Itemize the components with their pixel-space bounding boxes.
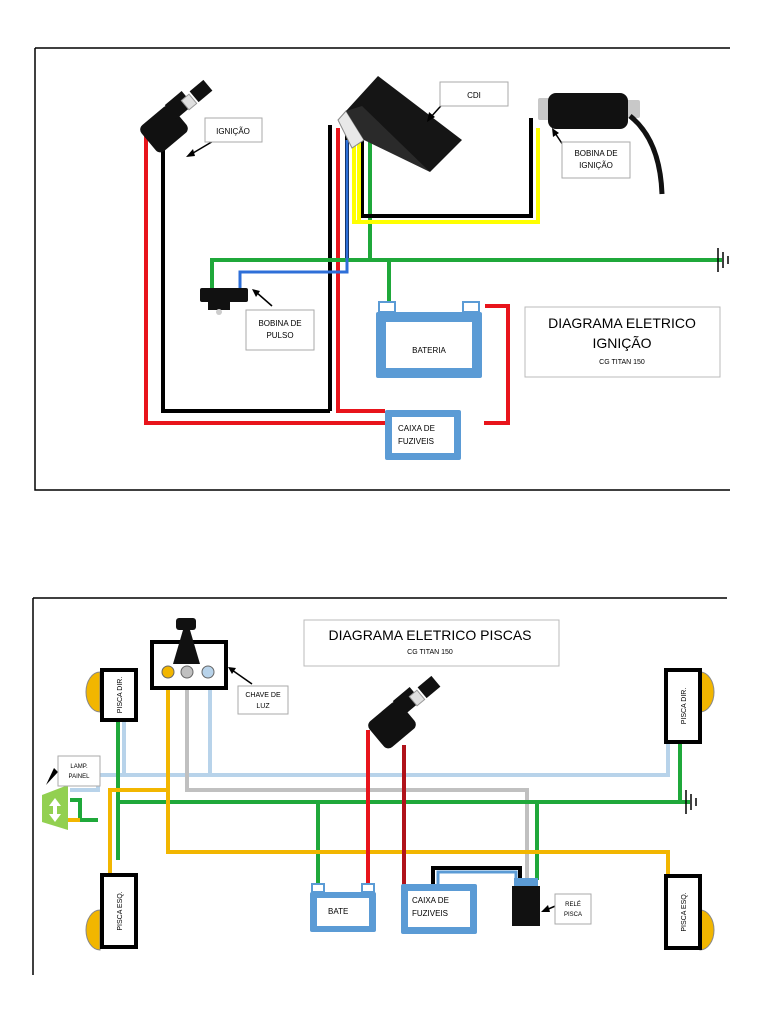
label-bate: BATE (328, 907, 348, 916)
label-caixa-1: CAIXA DE (398, 424, 435, 433)
label-lamp-2: PAINEL (69, 774, 91, 780)
label-bateria: BATERIA (412, 346, 446, 355)
label-box-bobina-ignicao (561, 141, 631, 179)
ignition-title-line1: DIAGRAMA ELETRICO (548, 315, 696, 331)
ignition-switch-icon-piscas (368, 675, 441, 749)
ignition-title-line2: IGNIÇÃO (592, 335, 651, 351)
ignition-frame (34, 47, 730, 491)
ground-icon-piscas (685, 790, 697, 814)
battery-icon-piscas (310, 883, 376, 932)
ignition-diagram: IGNIÇÃO CDI BOBINA DE IGNIÇÃO (34, 47, 730, 491)
wire-red-cdi (336, 128, 385, 413)
wire-red-battery (484, 304, 510, 425)
label-chave-2: LUZ (256, 703, 270, 710)
piscas-subtitle: CG TITAN 150 (407, 649, 453, 656)
label-bobina-ignicao-2: IGNIÇÃO (579, 161, 613, 170)
label-cdi: CDI (467, 91, 481, 100)
wire-blue (238, 140, 349, 292)
switch-arrow (231, 669, 253, 685)
label-bobina-pulso-2: PULSO (266, 331, 293, 340)
wire-red (144, 133, 385, 425)
ground-icon (717, 248, 729, 272)
turn-signal-front-left-icon (85, 668, 138, 722)
ignition-switch-icon (140, 79, 213, 153)
label-box-cdi (439, 81, 509, 107)
wire-blue-relay (436, 870, 518, 885)
turn-signal-front-right-icon (664, 668, 715, 744)
wire-lightblue-left (98, 718, 126, 777)
label-bobina-ignicao-1: BOBINA DE (574, 149, 617, 158)
label-box-bobina-pulso (245, 309, 315, 351)
piscas-title: DIAGRAMA ELETRICO PISCAS (328, 627, 531, 643)
relay-icon (512, 878, 540, 926)
label-box-lamp (57, 755, 101, 787)
wire-orange-main (166, 680, 670, 880)
ignition-title-box (524, 306, 721, 378)
turn-signal-rear-right-icon (664, 874, 715, 951)
panel-lamp-icon (42, 785, 68, 830)
wire-gray (185, 680, 529, 880)
wire-black-coil (360, 118, 533, 218)
label-lamp-1: LAMP. (70, 764, 88, 770)
ignition-subtitle: CG TITAN 150 (599, 359, 645, 366)
cdi-module-icon (337, 76, 462, 172)
ignition-coil-icon (538, 93, 665, 195)
label-ignicao: IGNIÇÃO (216, 127, 250, 136)
label-pisca-esq-left: PISCA ESQ. (117, 891, 124, 930)
piscas-diagram: CHAVE DE LUZ LAMP. PAINEL PISCA DIR. (32, 597, 727, 975)
label-caixa-2: FUZIVEIS (398, 437, 434, 446)
wire-black-relay (431, 866, 522, 885)
wire-green-ground (210, 258, 722, 290)
wire-green-lamp (70, 798, 98, 822)
label-box-chave (237, 685, 289, 715)
label-pisca-dir-left: PISCA DIR. (117, 677, 124, 714)
piscas-frame (32, 597, 727, 975)
wire-orange-left (108, 788, 168, 873)
pulse-coil-icon (200, 288, 248, 315)
wire-yellow (352, 128, 540, 224)
label-pisca-esq-right: PISCA ESQ. (681, 892, 688, 931)
piscas-wires (60, 680, 690, 885)
light-switch-icon (150, 618, 228, 690)
battery-icon (376, 301, 482, 378)
label-pisca-dir-right: PISCA DIR. (681, 688, 688, 725)
piscas-title-box (303, 619, 560, 667)
label-bobina-pulso-1: BOBINA DE (258, 319, 301, 328)
label-chave-1: CHAVE DE (245, 692, 281, 699)
label-rele-1: RELÉ (565, 901, 581, 908)
turn-signal-rear-left-icon (85, 873, 138, 951)
label-rele-2: PISCA (564, 912, 582, 918)
pulse-arrow (255, 291, 273, 307)
label-box-ignicao (204, 117, 263, 143)
label-box-rele (554, 893, 592, 925)
fuse-box-icon-piscas (401, 884, 477, 934)
label-caixa-piscas-2: FUZIVEIS (412, 909, 448, 918)
fuse-box-icon (385, 410, 461, 460)
wire-black (161, 145, 330, 413)
label-caixa-piscas-1: CAIXA DE (412, 896, 449, 905)
